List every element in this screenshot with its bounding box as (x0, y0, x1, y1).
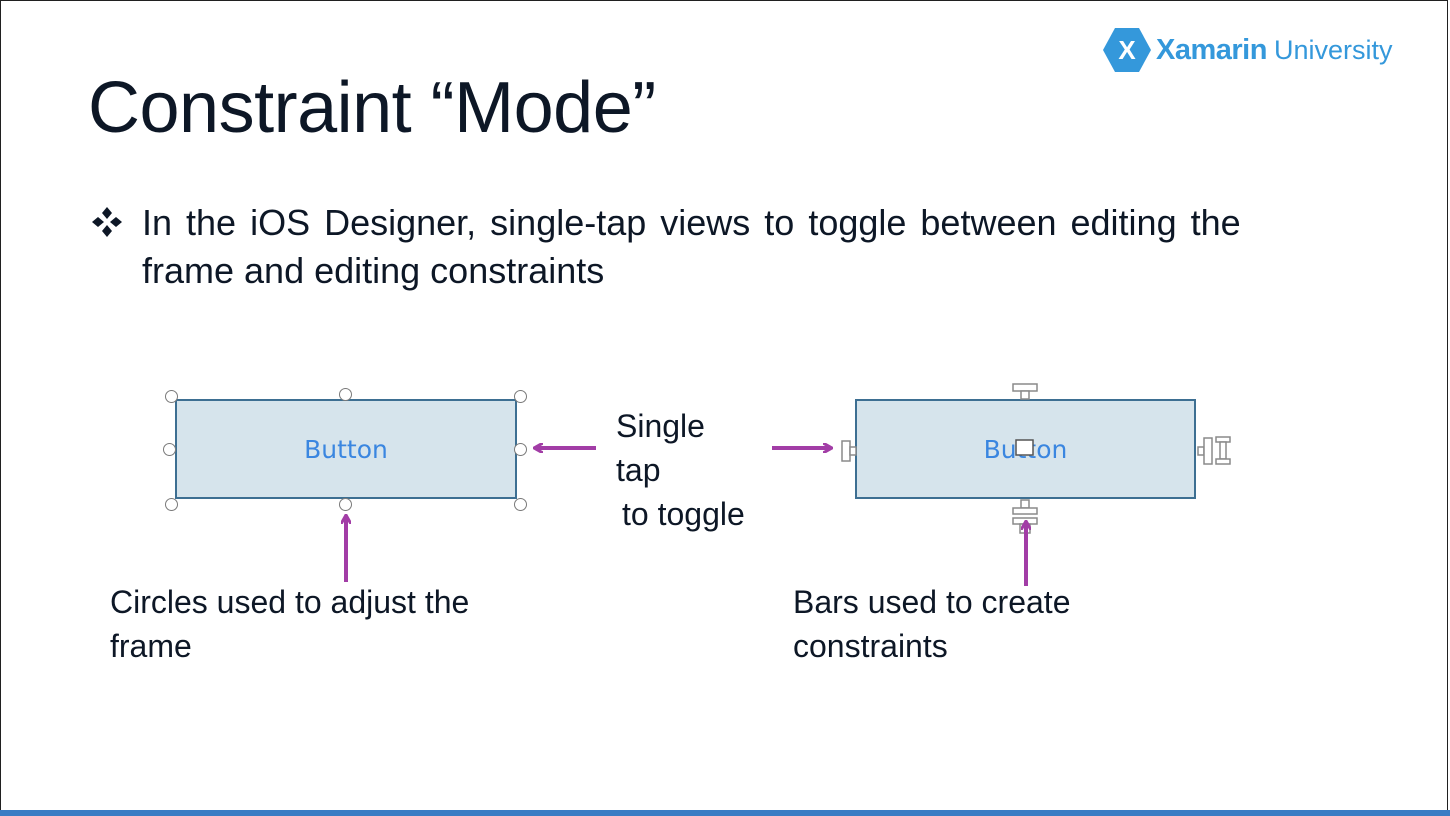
bottom-accent-bar (0, 810, 1450, 816)
resize-handle-top-left (165, 390, 178, 403)
circles-caption-line-2: frame (110, 628, 192, 664)
circles-caption-line-1: Circles used to adjust the (110, 584, 470, 620)
center-constraint-square-icon (1015, 439, 1034, 456)
resize-handle-middle-right (514, 443, 527, 456)
bullet-line-2: frame and editing constraints (142, 250, 605, 291)
logo-brand: Xamarin (1156, 33, 1267, 66)
bars-caption-line-2: constraints (793, 628, 948, 664)
bullet-text: In the iOS Designer, single-tap views to… (142, 199, 1272, 295)
toggle-caption-line-1: Single (616, 408, 705, 444)
constraint-bar-right-icon (1197, 436, 1231, 465)
resize-handle-top-right (514, 390, 527, 403)
logo-mark: X (1118, 35, 1136, 65)
slide-title: Constraint “Mode” (88, 68, 656, 148)
resize-handle-top-center (339, 388, 352, 401)
resize-handle-bottom-right (514, 498, 527, 511)
bullet-line-1: In the iOS Designer, single-tap views to… (142, 202, 1241, 243)
xamarin-hex-logo-icon: X (1103, 28, 1151, 72)
constraint-bar-left-icon (841, 440, 857, 462)
toggle-caption-line-2: tap (616, 452, 661, 488)
resize-handle-bottom-left (165, 498, 178, 511)
resize-handle-middle-left (163, 443, 176, 456)
bars-caption: Bars used to create constraints (793, 580, 1070, 668)
four-diamond-bullet-icon (92, 207, 122, 237)
resize-handle-bottom-center (339, 498, 352, 511)
circles-caption: Circles used to adjust the frame (110, 580, 469, 668)
xamarin-university-logo: X Xamarin University (1102, 26, 1392, 74)
toggle-caption: Single tap to toggle (616, 404, 745, 536)
toggle-caption-line-3: to toggle (622, 496, 745, 532)
bars-caption-line-1: Bars used to create (793, 584, 1071, 620)
constraint-bar-top-icon (1012, 383, 1038, 400)
logo-sub: University (1273, 34, 1393, 65)
frame-mode-button-label: Button (304, 434, 388, 464)
